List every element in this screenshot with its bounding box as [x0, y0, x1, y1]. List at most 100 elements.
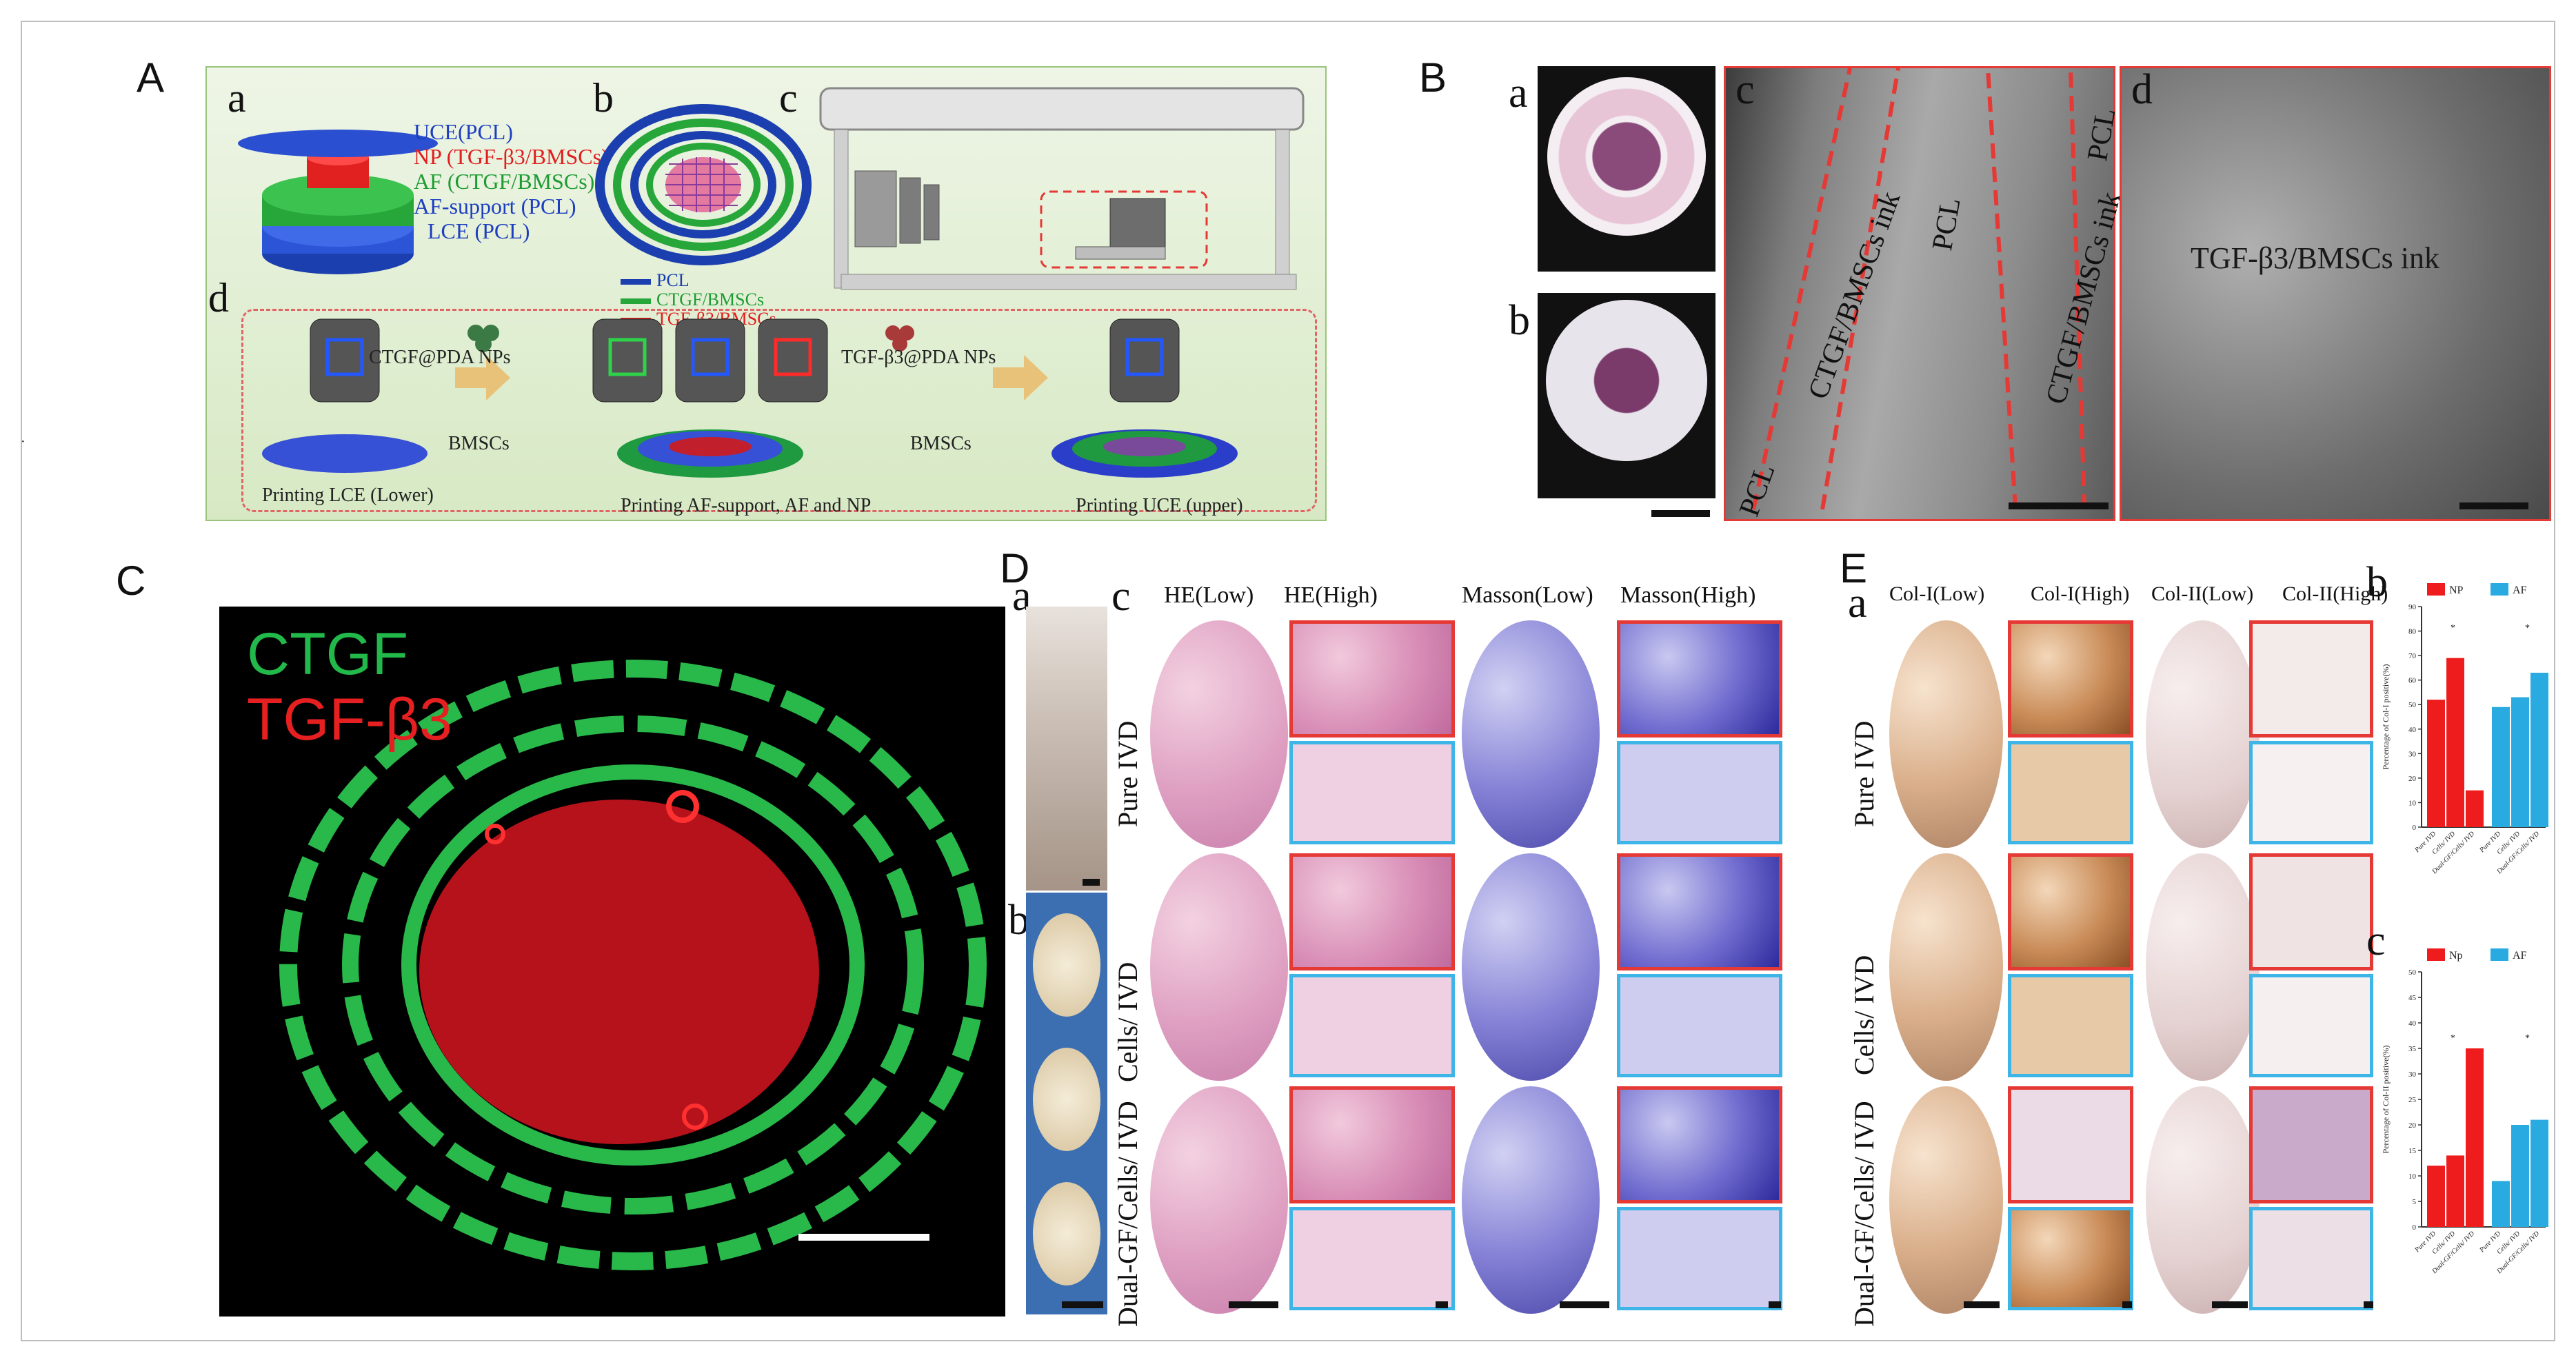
y-tick-label: 50 [2408, 701, 2417, 709]
significance-mark: * [2451, 623, 2455, 633]
legend-ctgf-fluor: CTGF [247, 621, 409, 687]
e-col2-high-np-pure [2249, 620, 2373, 738]
d-ms-high-af-cells [1617, 974, 1782, 1077]
panel-b-sublabel-b: b [1509, 297, 1530, 344]
d-header-he-low: HE(Low) [1164, 582, 1254, 608]
scale-bar-d-he [1229, 1301, 1278, 1308]
legend-pcl: PCL [656, 270, 690, 290]
panel-a-sublabel-c: c [779, 75, 798, 121]
e-header-col2-high: Col-II(High) [2282, 582, 2388, 605]
y-tick-label: 40 [2408, 1019, 2417, 1028]
bar-np-1 [2446, 1155, 2464, 1227]
y-tick-label: 30 [2408, 750, 2417, 758]
scale-bar-bd [2459, 502, 2528, 509]
d-ms-low-dual [1462, 1086, 1600, 1314]
sem-image-c: c CTGF/BMSCs ink PCL CTGF/BMSCs ink PCL … [1724, 66, 2127, 521]
panel-label-b: B [1419, 54, 1447, 101]
legend-ctgf: CTGF/BMSCs [656, 289, 765, 309]
legend-label: AF [2513, 585, 2527, 596]
scale-bar-e-col2-high [2364, 1301, 2373, 1308]
e-row-dual: Dual-GF/Cells/ IVD [1849, 1101, 1880, 1327]
scale-bar-e-col1 [1964, 1301, 2000, 1308]
sem-label-tgf-ink: TGF-β3/BMSCs ink [2191, 241, 2440, 275]
y-tick-label: 45 [2408, 994, 2417, 1002]
y-tick-label: 15 [2408, 1147, 2417, 1155]
layer-lce: LCE (PCL) [427, 218, 530, 243]
panel-b-sublabel-d: d [2131, 66, 2153, 113]
process-box [241, 309, 1317, 512]
e-col2-high-np-cells [2249, 853, 2373, 970]
e-row-cells: Cells/ IVD [1849, 955, 1880, 1075]
e-col2-low-cells [2146, 853, 2260, 1081]
sem-image-d: d TGF-β3/BMSCs ink [2120, 66, 2551, 521]
y-tick-label: 20 [2408, 775, 2417, 783]
panel-a-sublabel-b: b [593, 75, 614, 121]
bar-af-1 [2511, 1125, 2529, 1227]
legend-swatch [2427, 948, 2445, 961]
y-tick-label: 40 [2408, 726, 2417, 734]
panel-label-e: E [1840, 545, 1868, 591]
fluorescence-image: CTGF TGF-β3 [219, 607, 1005, 1317]
explant-photos [1026, 893, 1107, 1314]
d-row-cells: Cells/ IVD [1112, 962, 1143, 1082]
y-tick-label: 30 [2408, 1070, 2417, 1079]
e-col2-high-np-dual [2249, 1086, 2373, 1203]
e-col1-low-dual [1889, 1086, 2003, 1314]
scale-bar-da [1083, 879, 1100, 886]
y-tick-label: 60 [2408, 677, 2417, 685]
process-illustration [262, 318, 1238, 478]
ivd-layer-illustration [238, 130, 438, 274]
e-col2-high-af-cells [2249, 974, 2373, 1077]
bmsc-label-right: BMSCs [910, 433, 972, 454]
panel-d-sublabel-c: c [1111, 573, 1131, 620]
layer-uce: UCE(PCL) [414, 119, 513, 144]
e-col1-high-np-cells [2008, 853, 2133, 970]
scale-bar-bb [1651, 510, 1710, 517]
e-col1-high-af-cells [2008, 974, 2133, 1077]
sem-boundaries [1751, 68, 2086, 510]
e-col2-high-af-pure [2249, 741, 2373, 844]
y-tick-label: 90 [2408, 603, 2417, 611]
figure-frame [21, 21, 2555, 1341]
scale-bar-ba [1651, 262, 1710, 269]
step-label-uce: Printing UCE (upper) [1076, 495, 1243, 516]
e-col1-low-cells [1889, 853, 2003, 1081]
e-col1-high-af-pure [2008, 741, 2133, 844]
stray-dot: · [21, 434, 26, 449]
d-he-low-pure [1150, 620, 1288, 848]
y-tick-label: 20 [2408, 1121, 2417, 1130]
bar-af-0 [2492, 707, 2510, 827]
panel-label-a: A [137, 54, 165, 101]
y-axis-label: Percentage of Col-II positive(%) [2381, 1046, 2391, 1154]
layer-af: AF (CTGF/BMSCs) [414, 169, 595, 194]
bar-af-1 [2511, 697, 2529, 827]
d-he-low-cells [1150, 853, 1288, 1081]
scaffold-photo-b [1538, 293, 1715, 498]
d-header-masson-high: Masson(High) [1620, 582, 1756, 608]
d-ms-high-np-dual [1617, 1086, 1782, 1203]
e-header-col1-low: Col-I(Low) [1889, 582, 1985, 605]
d-he-high-np-dual [1289, 1086, 1455, 1203]
panel-b-sublabel-a: a [1509, 70, 1528, 116]
legend-swatch [2427, 583, 2445, 596]
y-tick-label: 10 [2408, 799, 2417, 807]
panel-e-sublabel-a: a [1848, 580, 1867, 627]
panel-a-sublabel-a: a [228, 75, 246, 121]
panel-b-sublabel-c: c [1735, 66, 1755, 113]
d-row-pure: Pure IVD [1112, 720, 1143, 827]
scale-bar-c [798, 1234, 929, 1241]
scale-bar-e-col2 [2212, 1301, 2248, 1308]
y-tick-label: 35 [2408, 1045, 2417, 1053]
d-he-high-af-cells [1289, 974, 1455, 1077]
d-ms-high-np-pure [1617, 620, 1782, 738]
scaffold-photo-a [1538, 66, 1715, 272]
scale-bar-bc [2009, 502, 2109, 509]
layer-af-support: AF-support (PCL) [414, 194, 576, 218]
panel-label-c: C [116, 558, 146, 604]
d-header-masson-low: Masson(Low) [1462, 582, 1593, 608]
bioprinter-illustration [819, 87, 1305, 290]
e-col1-low-pure [1889, 620, 2003, 848]
layer-np: NP (TGF-β3/BMSCs) [414, 144, 609, 169]
